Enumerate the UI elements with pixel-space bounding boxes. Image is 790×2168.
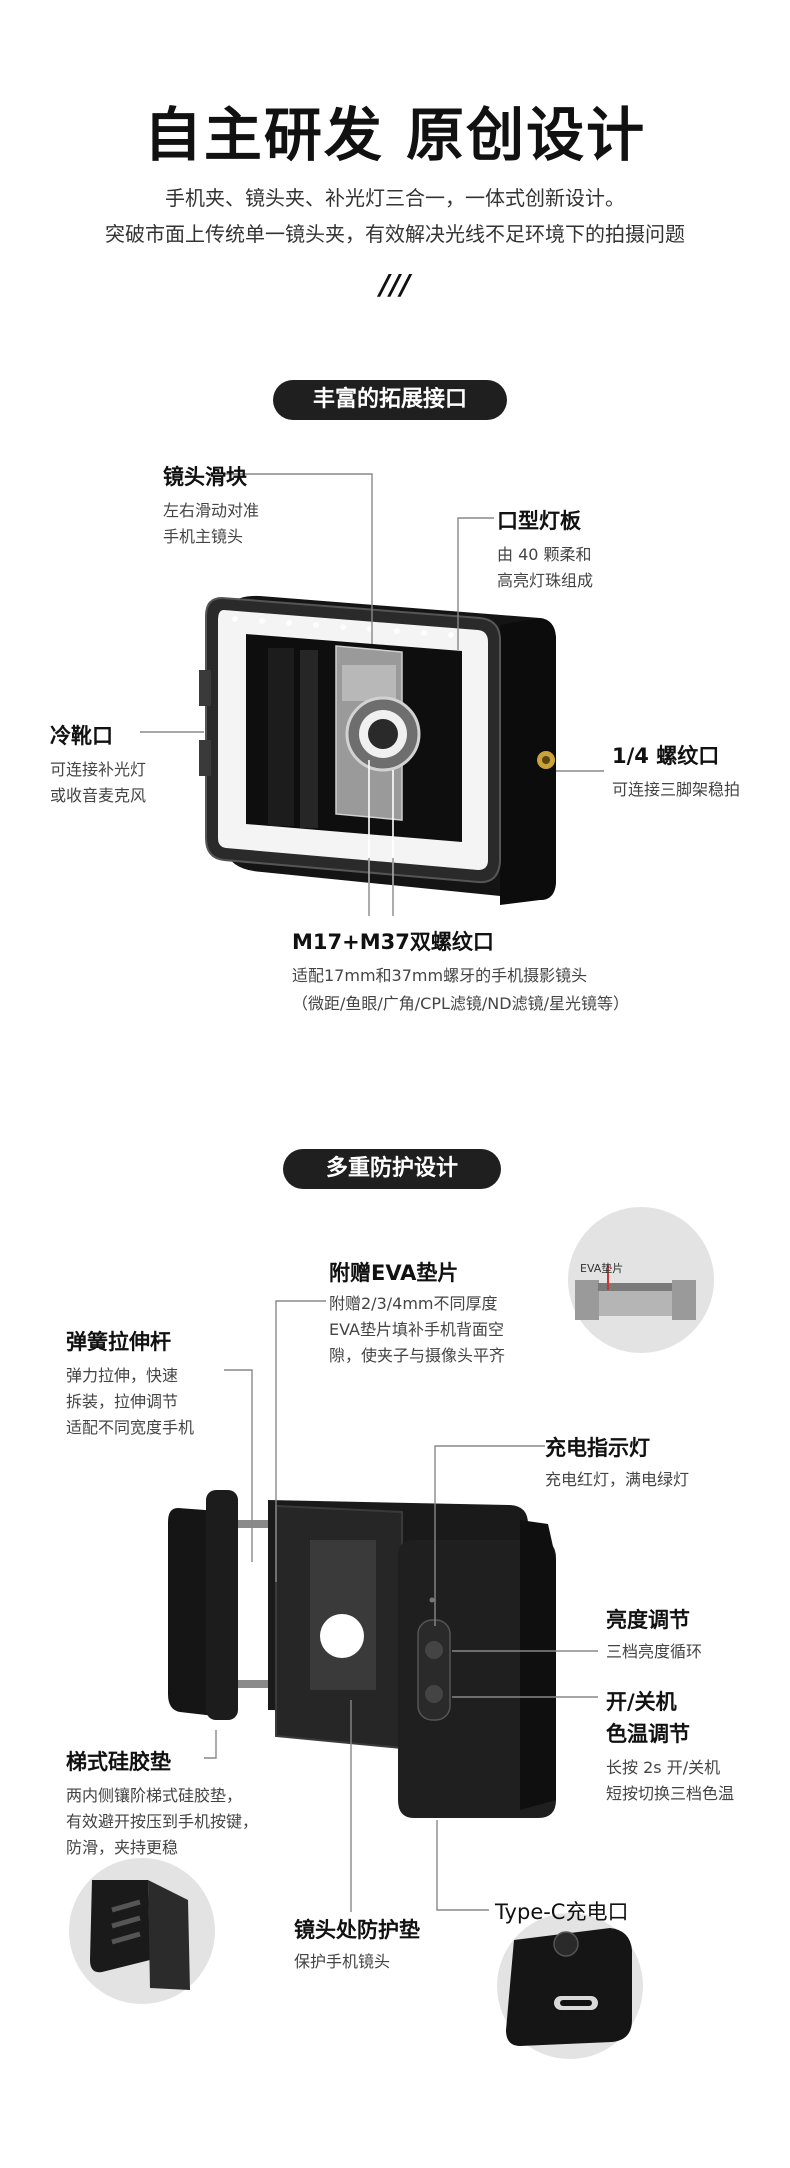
callout-shoe-desc-1: 可连接补光灯 [50, 760, 147, 779]
line-light-board [457, 517, 494, 650]
callout-slider-desc-2: 手机主镜头 [163, 527, 244, 546]
callout-silicone-desc-1: 两内侧镶阶梯式硅胶垫， [66, 1786, 243, 1805]
callout-power-title-1: 开/关机 [606, 1690, 677, 1714]
callout-indicator-desc: 充电红灯，满电绿灯 [545, 1470, 690, 1489]
callout-spring-desc-2: 拆装，拉伸调节 [66, 1392, 179, 1411]
callout-eva-title: 附赠EVA垫片 [329, 1261, 459, 1285]
eva-inset-label: EVA垫片 [580, 1262, 624, 1275]
page-title: 自主研发 原创设计 [143, 101, 647, 169]
callout-lenspad-title: 镜头处防护垫 [294, 1918, 420, 1942]
line-spring [224, 1369, 253, 1562]
callout-typec-title: Type-C充电口 [495, 1900, 629, 1924]
section-pill-protection: 多重防护设计 [283, 1149, 501, 1189]
callout-power-desc-1: 长按 2s 开/关机 [606, 1758, 721, 1777]
callout-m17-desc-1: 适配17mm和37mm螺牙的手机摄影镜头 [292, 966, 588, 985]
callout-lenspad-desc: 保护手机镜头 [294, 1952, 391, 1971]
callout-m17-desc-2: （微距/鱼眼/广角/CPL滤镜/ND滤镜/星光镜等） [292, 994, 629, 1013]
callout-eva-desc-3: 隙，使夹子与摄像头平齐 [329, 1346, 506, 1365]
callout-spring-desc-3: 适配不同宽度手机 [66, 1418, 195, 1437]
callout-light-desc-2: 高亮灯珠组成 [497, 571, 594, 590]
callout-screw-desc: 可连接三脚架稳拍 [612, 780, 741, 799]
callout-brightness-desc: 三档亮度循环 [606, 1642, 703, 1661]
callout-spring-desc-1: 弹力拉伸，快速 [66, 1366, 179, 1385]
line-eva [275, 1300, 326, 1582]
callout-screw-title: 1/4 螺纹口 [612, 744, 720, 768]
callout-light-desc-1: 由 40 颗柔和 [497, 545, 592, 564]
callout-slider-title: 镜头滑块 [163, 465, 247, 489]
line-slider [223, 473, 373, 644]
callout-power-desc-2: 短按切换三档色温 [606, 1784, 735, 1803]
line-typec [436, 1820, 489, 1911]
callout-slider-desc-1: 左右滑动对准 [163, 501, 260, 520]
line-silicone [204, 1730, 217, 1759]
section-pill-interfaces: 丰富的拓展接口 [273, 380, 507, 420]
callout-silicone-title: 梯式硅胶垫 [66, 1750, 171, 1774]
callout-eva-desc-2: EVA垫片填补手机背面空 [329, 1320, 504, 1339]
subtitle-line-2: 突破市面上传统单一镜头夹，有效解决光线不足环境下的拍摄问题 [105, 222, 685, 246]
callout-shoe-desc-2: 或收音麦克风 [50, 786, 147, 805]
callout-power-title-2: 色温调节 [606, 1722, 690, 1746]
callout-m17-title: M17+M37双螺纹口 [292, 930, 494, 954]
callout-light-title: 口型灯板 [497, 509, 581, 533]
callout-brightness-title: 亮度调节 [606, 1608, 690, 1632]
divider-slashes: /// [379, 268, 411, 301]
callout-silicone-desc-3: 防滑，夹持更稳 [66, 1838, 179, 1857]
callout-shoe-title: 冷靴口 [50, 724, 113, 748]
callout-spring-title: 弹簧拉伸杆 [66, 1330, 171, 1354]
callout-silicone-desc-2: 有效避开按压到手机按键， [66, 1812, 259, 1831]
subtitle-line-1: 手机夹、镜头夹、补光灯三合一，一体式创新设计。 [165, 186, 625, 210]
line-indicator [434, 1445, 545, 1626]
callout-indicator-title: 充电指示灯 [545, 1436, 650, 1460]
callout-eva-desc-1: 附赠2/3/4mm不同厚度 [329, 1294, 498, 1313]
